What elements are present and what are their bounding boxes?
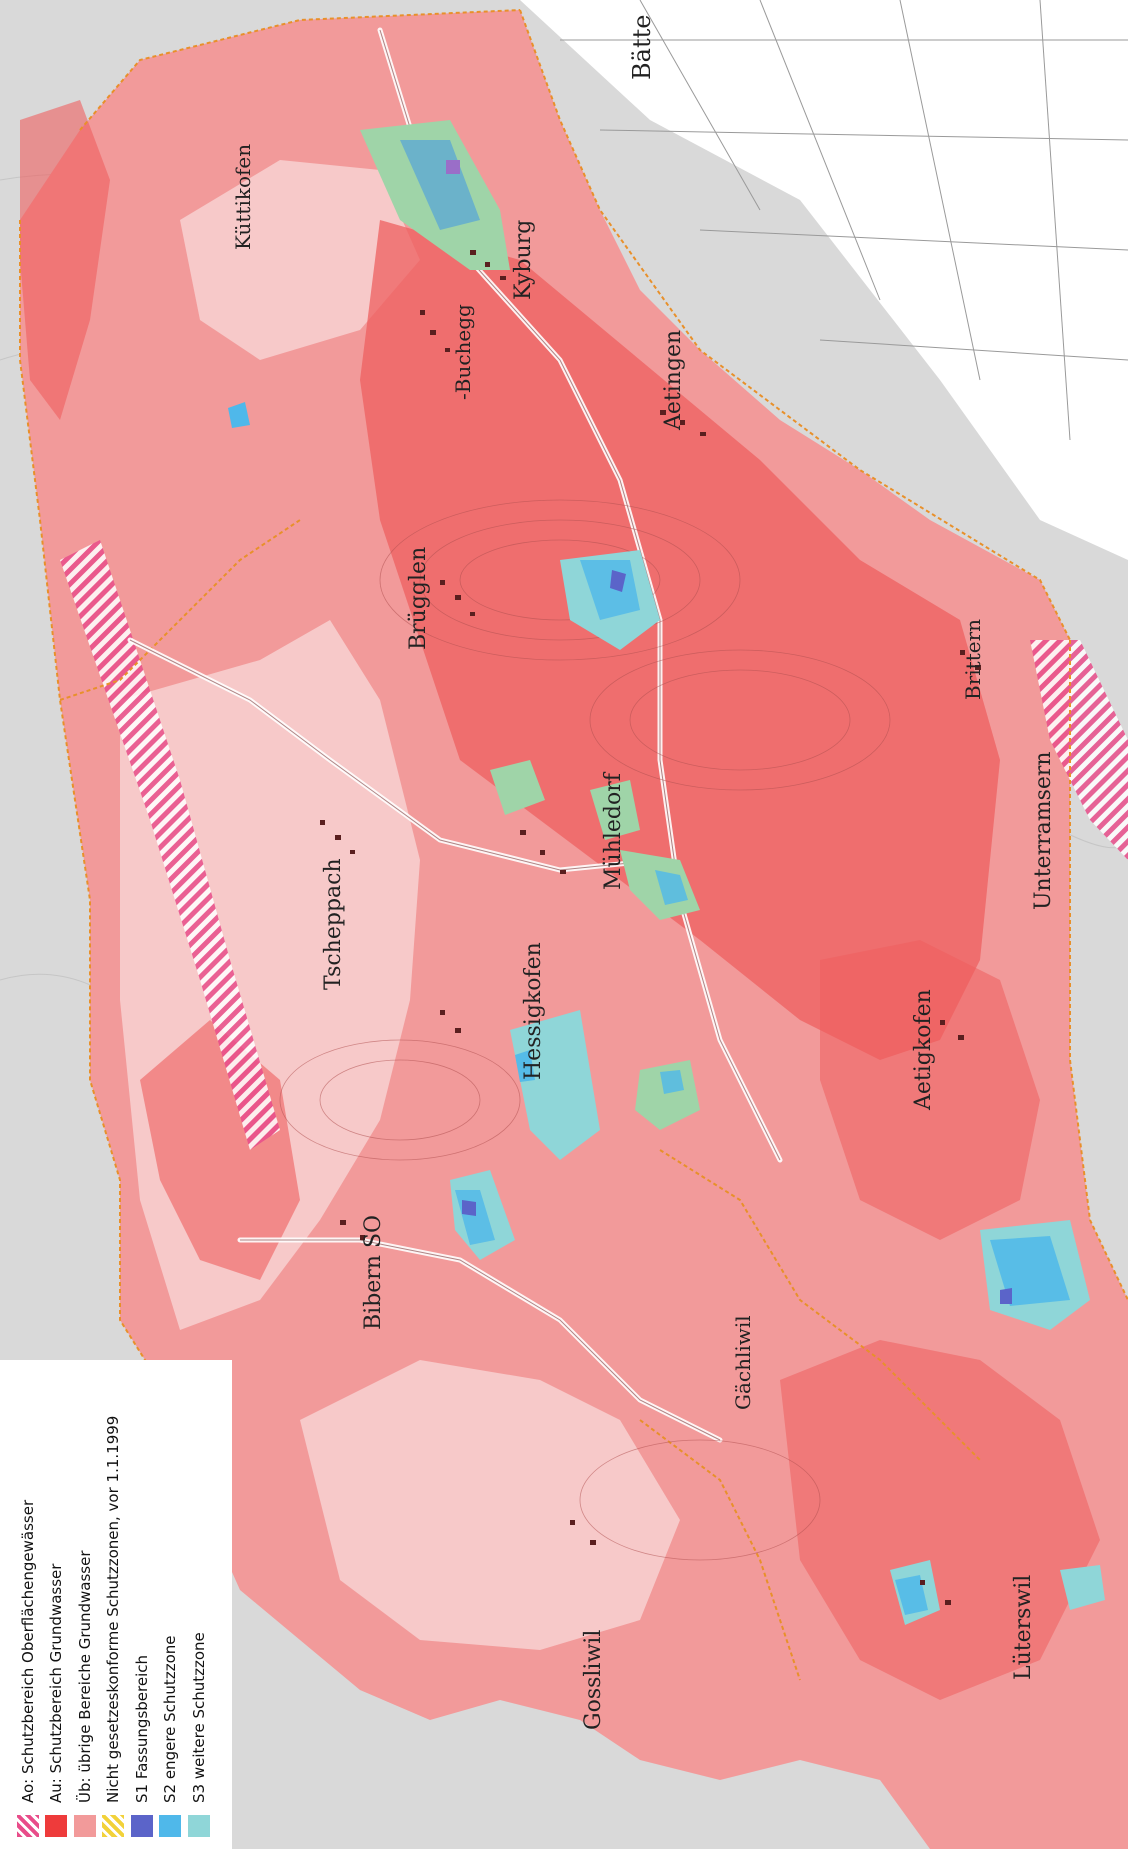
label-luetterswil: Lüterswil — [1011, 1575, 1036, 1680]
municipality-boundaries — [19, 9, 1128, 1681]
legend-item-s1: S1 Fassungsbereich — [128, 1372, 155, 1837]
legend-swatch-s3 — [187, 1815, 210, 1837]
s3-zone-muehledorf-1[interactable] — [490, 760, 545, 815]
legend-swatch-ao — [16, 1815, 39, 1837]
label-tscheppach: Tscheppach — [321, 858, 346, 990]
label-kuettikofen: Küttikofen — [231, 144, 255, 250]
label-bibern: Bibern SO — [361, 1215, 386, 1330]
legend-swatch-old — [102, 1815, 124, 1837]
label-brittern: Brittern — [961, 619, 985, 700]
open-field-northeast — [520, 0, 1128, 560]
legend-swatch-ub — [73, 1815, 96, 1837]
legend-label-s2: S2 engere Schutzzone — [161, 1635, 179, 1803]
s2-zone-luetterswil[interactable] — [895, 1575, 928, 1615]
label-buchegg: -Buchegg — [451, 304, 475, 400]
legend-label-s3: S3 weitere Schutzzone — [189, 1632, 208, 1803]
s2-zone-kyburg[interactable] — [400, 140, 480, 230]
legend-item-old: Nicht gesetzeskonforme Schutzzonen, vor … — [100, 1372, 127, 1837]
s2-zone-hessigkofen[interactable] — [515, 1050, 535, 1082]
ub-area-light-north — [180, 160, 420, 360]
label-muehledorf: Mühledorf — [601, 771, 626, 890]
s2-zone-muehledorf[interactable] — [655, 870, 688, 905]
s3-zone-southeast[interactable] — [1060, 1565, 1105, 1610]
au-area-northwest[interactable] — [20, 100, 110, 420]
ao-river-zone-west[interactable] — [60, 540, 280, 1150]
legend-item-s3: S3 weitere Schutzzone — [185, 1372, 212, 1837]
label-kyburg: Kyburg — [511, 220, 536, 300]
s3-zone-muehledorf-2[interactable] — [590, 780, 640, 840]
legend-label-ub: Üb: übrige Bereiche Grundwasser — [75, 1550, 94, 1803]
s3-zone-south-central[interactable] — [635, 1060, 700, 1130]
label-aetingen: Aetingen — [661, 330, 686, 431]
s2-zone-south-central[interactable] — [660, 1070, 684, 1094]
label-unterramsern: Unterramsern — [1031, 751, 1056, 910]
s1-zone-kyburg[interactable] — [446, 160, 460, 174]
legend-item-ub: Üb: übrige Bereiche Grundwasser — [71, 1372, 98, 1837]
legend-item-au: Au: Schutzbereich Grundwasser — [43, 1372, 70, 1837]
s1-zone-bibern[interactable] — [462, 1200, 476, 1216]
legend-item-s2: S2 engere Schutzzone — [157, 1372, 184, 1837]
contour-lines — [279, 499, 891, 1561]
protection-zones[interactable] — [228, 120, 1105, 1625]
legend-container: Ao: Schutzbereich Oberflächengewässer Au:… — [0, 1360, 232, 1849]
legend-label-s1: S1 Fassungsbereich — [132, 1655, 151, 1803]
legend-label-au: Au: Schutzbereich Grundwasser — [47, 1563, 65, 1803]
s3-zone-hessigkofen[interactable] — [510, 1010, 600, 1160]
au-area-southeast[interactable] — [780, 1340, 1100, 1700]
ao-river-zone-east[interactable] — [1030, 640, 1128, 860]
s1-zone-aetingen[interactable] — [610, 570, 626, 592]
label-aetigkofen: Aetigkofen — [911, 989, 936, 1111]
ub-area-light-south — [300, 1360, 680, 1650]
place-labels: Kyburg -Buchegg Küttikofen Aetingen Brit… — [231, 15, 1056, 1730]
s2-zone-north-small[interactable] — [228, 402, 250, 428]
label-baetterk: Bätte — [628, 15, 656, 80]
field-grid-northeast — [560, 0, 1128, 441]
legend-swatch-s1 — [130, 1815, 153, 1837]
legend-panel: Ao: Schutzbereich Oberflächengewässer Au:… — [0, 1360, 232, 1849]
legend-label-ao: Ao: Schutzbereich Oberflächengewässer — [18, 1499, 37, 1803]
au-area-east[interactable] — [820, 940, 1040, 1240]
legend-swatch-s2 — [159, 1815, 181, 1837]
legend-label-old: Nicht gesetzeskonforme Schutzzonen, vor … — [104, 1415, 122, 1803]
legend-swatch-au — [45, 1815, 67, 1837]
s1-zone-east-ateligen[interactable] — [1000, 1288, 1012, 1304]
label-hessigkofen: Hessigkofen — [521, 942, 546, 1080]
buildings — [320, 250, 981, 1605]
label-gaechliwil: Gächliwil — [731, 1315, 755, 1410]
legend-item-ao: Ao: Schutzbereich Oberflächengewässer — [14, 1372, 41, 1837]
label-bruegglen: Brügglen — [406, 547, 431, 650]
label-gossliwil: Gossliwil — [581, 1630, 606, 1730]
